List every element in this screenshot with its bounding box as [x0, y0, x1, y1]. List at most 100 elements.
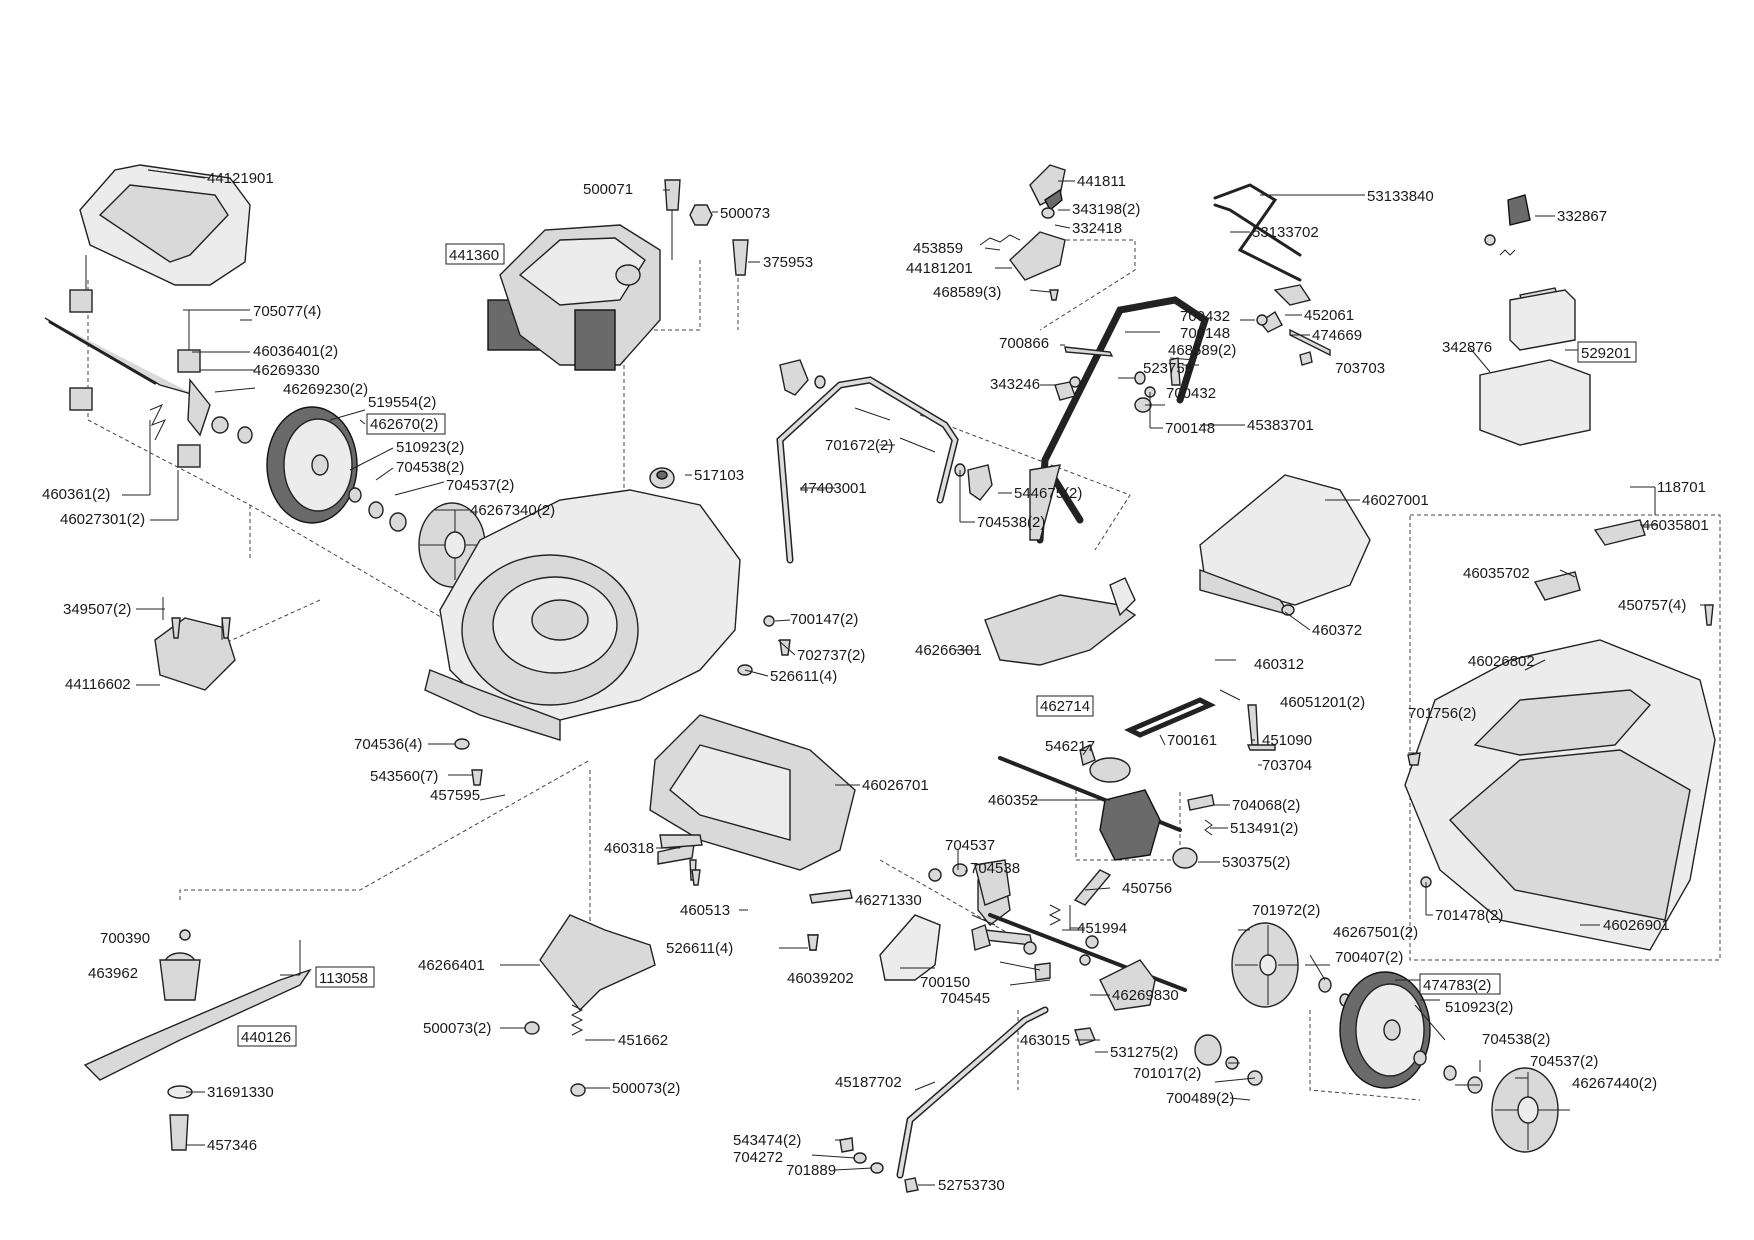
label-704536: 704536(4): [354, 736, 422, 753]
mulch-insert-icon: [984, 577, 1137, 666]
label-463015: 463015: [1020, 1032, 1070, 1049]
label-45187702: 45187702: [835, 1074, 902, 1091]
label-118701: 118701: [1657, 479, 1706, 496]
upper-handle-icon: [1029, 183, 1313, 544]
label-46035801: 46035801: [1642, 517, 1709, 534]
label-517103: 517103: [694, 467, 744, 484]
label-52753730: 52753730: [938, 1177, 1005, 1194]
rear-flap-icon: [649, 714, 856, 871]
label-500073c: 500073(2): [612, 1080, 680, 1097]
label-531275: 531275(2): [1110, 1044, 1178, 1061]
label-441360: 441360: [449, 247, 499, 264]
label-526611b: 526611(4): [666, 940, 733, 957]
label-46027001: 46027001: [1362, 492, 1429, 509]
label-44116602: 44116602: [65, 676, 131, 693]
label-530375: 530375(2): [1222, 854, 1290, 871]
label-500073b: 500073(2): [423, 1020, 491, 1037]
label-704545: 704545: [940, 990, 990, 1007]
label-468589b: 468589(2): [1168, 342, 1236, 359]
label-500071: 500071: [583, 181, 633, 198]
label-46271330: 46271330: [855, 892, 922, 909]
label-701017: 701017(2): [1133, 1065, 1201, 1082]
label-704538c: 704538: [970, 860, 1020, 877]
label-53133840: 53133840: [1367, 188, 1434, 205]
label-460318: 460318: [604, 840, 654, 857]
label-460361: 460361(2): [42, 486, 110, 503]
label-703704: 703704: [1262, 757, 1312, 774]
grass-catcher-icon: [1404, 519, 1716, 951]
label-500073: 500073: [720, 205, 770, 222]
label-46051201: 46051201(2): [1280, 694, 1365, 711]
flap-fasteners-icon: [659, 834, 853, 951]
label-704537b: 704537: [945, 837, 995, 854]
label-460312: 460312: [1254, 656, 1304, 673]
label-343246: 343246: [990, 376, 1040, 393]
label-700390: 700390: [100, 930, 150, 947]
height-adjust-icon: [879, 859, 1051, 981]
label-460372: 460372: [1312, 622, 1362, 639]
label-463962: 463962: [88, 965, 138, 982]
label-332867: 332867: [1557, 208, 1607, 225]
leader-lines: [122, 169, 1708, 1186]
blade-assembly-icon: [83, 929, 312, 1151]
label-457346: 457346: [207, 1137, 257, 1154]
label-46269330: 46269330: [253, 362, 320, 379]
label-46267340: 46267340(2): [470, 502, 555, 519]
discharge-chute-icon: [539, 914, 656, 1012]
label-546217: 546217: [1045, 738, 1095, 755]
label-529201: 529201: [1581, 345, 1631, 362]
label-53133702: 53133702: [1252, 224, 1319, 241]
label-700432a: 700432: [1180, 308, 1230, 325]
label-543474: 543474(2): [733, 1132, 801, 1149]
label-46266401: 46266401: [418, 957, 485, 974]
catcher-lid-icon: [1199, 474, 1371, 617]
label-46027301: 46027301(2): [60, 511, 145, 528]
label-701478: 701478(2): [1435, 907, 1503, 924]
label-700407: 700407(2): [1335, 949, 1403, 966]
label-510923a: 510923(2): [396, 439, 464, 456]
label-343198: 343198(2): [1072, 201, 1140, 218]
label-332418: 332418: [1072, 220, 1122, 237]
label-700148a: 700148: [1180, 325, 1230, 342]
label-46035702: 46035702: [1463, 565, 1530, 582]
label-700161: 700161: [1167, 732, 1217, 749]
front-wheel-icon: [1318, 971, 1483, 1094]
gearbox-icon: [998, 704, 1276, 931]
label-704538d: 704538(2): [1482, 1031, 1550, 1048]
label-701672: 701672(2): [825, 437, 893, 454]
label-700147: 700147(2): [790, 611, 858, 628]
assembly-lines: [87, 239, 1721, 1101]
label-460513: 460513: [680, 902, 730, 919]
label-700489: 700489(2): [1166, 1090, 1234, 1107]
engine-bolts-icon: [664, 179, 749, 276]
label-452061: 452061: [1304, 307, 1354, 324]
front-outer-hubcap-icon: [1491, 1067, 1559, 1153]
cable-brackets-icon: [44, 255, 250, 468]
label-451090: 451090: [1262, 732, 1312, 749]
label-46036401: 46036401(2): [253, 343, 338, 360]
front-hubcap-icon: [1231, 922, 1299, 1008]
label-44121901: 44121901: [207, 170, 274, 187]
label-704538a: 704538(2): [396, 459, 464, 476]
label-450756: 450756: [1122, 880, 1172, 897]
rear-wheel-icon: [211, 406, 407, 532]
engine-cover-icon: [79, 164, 251, 286]
label-47403001: 47403001: [800, 480, 867, 497]
label-474783: 474783(2): [1423, 977, 1491, 994]
label-544675: 544675(2): [1014, 485, 1082, 502]
label-704068: 704068(2): [1232, 797, 1300, 814]
label-704538b: 704538(2): [977, 514, 1045, 531]
battery-icon: [1479, 194, 1591, 446]
lower-handle-icon: [776, 359, 993, 564]
label-450757: 450757(4): [1618, 597, 1686, 614]
label-453859: 453859: [913, 240, 963, 257]
throttle-lever-icon: [979, 164, 1066, 301]
label-700432b: 700432: [1166, 385, 1216, 402]
boxed-part-numbers: [237, 243, 1637, 1047]
label-46266301: 46266301: [915, 642, 982, 659]
label-46039202: 46039202: [787, 970, 854, 987]
label-451662: 451662: [618, 1032, 668, 1049]
label-474669: 474669: [1312, 327, 1362, 344]
label-701756: 701756(2): [1408, 705, 1476, 722]
